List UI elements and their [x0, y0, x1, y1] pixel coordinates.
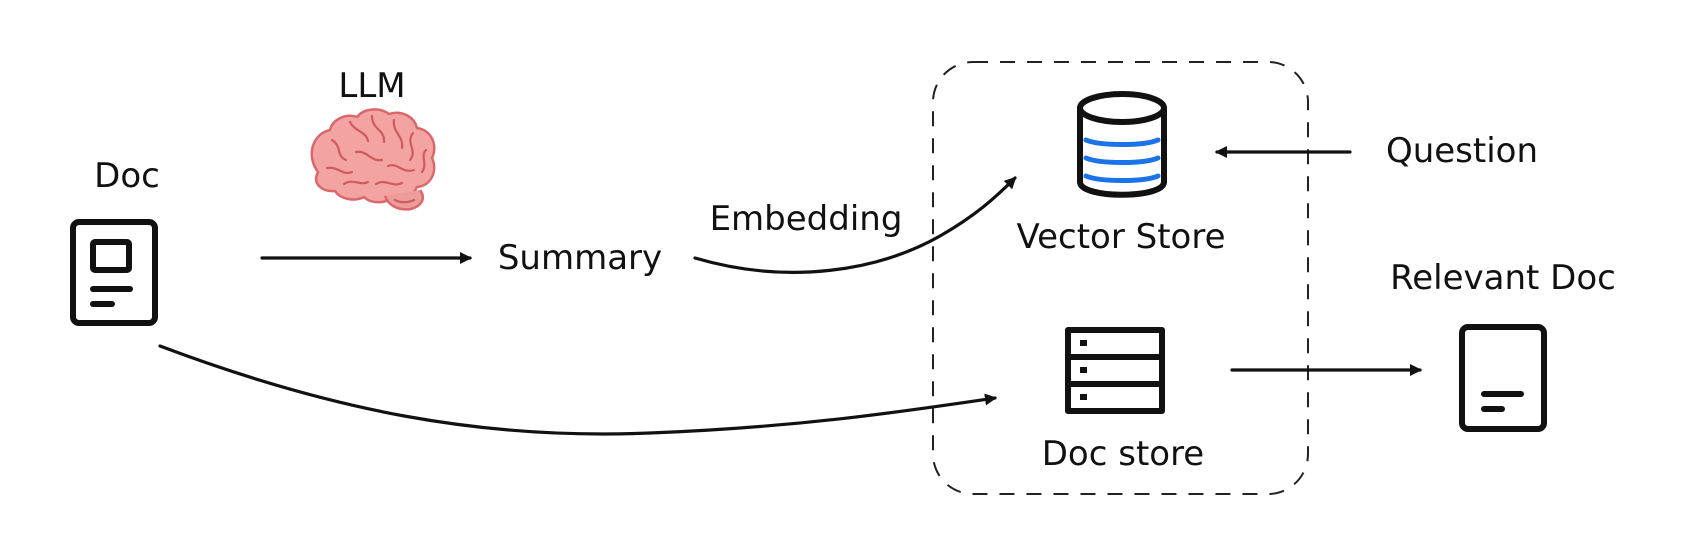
relevant-document-icon [1459, 324, 1547, 432]
storage-group-box [932, 61, 1309, 495]
brain-icon [310, 108, 436, 211]
doc-to-doc-store-arrow [158, 344, 997, 436]
embedding-label: Embedding [710, 199, 903, 239]
vector-store-label: Vector Store [1016, 217, 1225, 257]
doc-store-label: Doc store [1042, 434, 1204, 474]
llm-label: LLM [338, 66, 405, 106]
database-icon [1077, 91, 1167, 198]
summary-to-vector-store-arrow [693, 176, 1017, 274]
summary-label: Summary [498, 238, 662, 278]
server-icon [1065, 327, 1165, 414]
document-icon [70, 219, 158, 326]
question-label: Question [1386, 131, 1538, 171]
relevant-doc-label: Relevant Doc [1390, 258, 1616, 298]
doc-label: Doc [94, 156, 160, 196]
